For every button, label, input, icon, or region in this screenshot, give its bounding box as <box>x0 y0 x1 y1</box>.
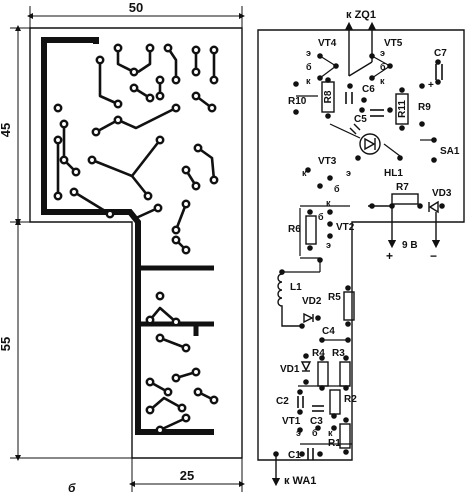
vt3-label: VT3 <box>318 156 337 167</box>
r9-label: R9 <box>418 102 431 113</box>
r10-label: R10 <box>288 96 307 107</box>
zq1-label: к ZQ1 <box>346 9 376 21</box>
vt2-label: VT2 <box>336 222 355 233</box>
c2-capacitor <box>297 396 304 408</box>
vt3-pin-e: э <box>346 168 351 178</box>
r11-label: R11 <box>397 100 408 118</box>
dim-left-lower: 55 <box>0 337 13 351</box>
vd2-diode <box>303 312 314 324</box>
vd3-label: VD3 <box>432 188 452 199</box>
c4-label: C4 <box>322 326 335 337</box>
c1-label: C1 <box>288 450 301 461</box>
component-board-outline <box>257 29 465 461</box>
r6-label: R6 <box>288 224 301 235</box>
vt2-pin-e: э <box>326 240 331 250</box>
dim-left-upper: 45 <box>0 123 13 137</box>
c7-label: C7 <box>434 48 447 59</box>
solder-pads <box>53 43 219 435</box>
r8-label: R8 <box>323 90 334 103</box>
sa1-label: SA1 <box>440 146 460 157</box>
r5-resistor <box>343 291 355 321</box>
dimension-lines <box>10 6 245 492</box>
figure-label: б <box>68 481 76 495</box>
r1-resistor <box>339 423 351 449</box>
plus-terminal: + <box>386 249 393 263</box>
hl1-led <box>349 123 381 155</box>
c7-plus: + <box>428 80 434 91</box>
vt5-pin-e: э <box>380 48 385 58</box>
vt5-pin-k: к <box>380 76 385 86</box>
component-side-view: к ZQ1 VT4 VT5 э б к э б к C7 + R10 R8 C6… <box>257 9 465 487</box>
ground-track <box>41 37 214 435</box>
r5-label: R5 <box>328 292 341 303</box>
vt1-pin-k: к <box>328 428 333 438</box>
power-leads <box>368 205 441 249</box>
r7-resistor <box>391 193 419 205</box>
vt4-pin-k: к <box>306 76 311 86</box>
c3-label: C3 <box>310 416 323 427</box>
vt5-pin-b: б <box>380 62 386 72</box>
r6-resistor <box>305 215 317 245</box>
vt4-pin-e: э <box>306 48 311 58</box>
r4-resistor <box>317 361 329 387</box>
c6-capacitor <box>345 92 353 104</box>
vt4-pin-b: б <box>306 62 312 72</box>
copper-side-view: 50 45 55 25 б <box>0 0 245 495</box>
wa1-label: к WA1 <box>284 475 316 487</box>
vt1-pin-e: э <box>296 428 301 438</box>
c5-label: C5 <box>354 114 367 125</box>
r2-label: R2 <box>344 394 357 405</box>
vt2-pin-k: к <box>326 198 331 208</box>
c1-capacitor <box>307 448 314 460</box>
dim-top-width: 50 <box>129 0 143 15</box>
c6-label: C6 <box>362 84 375 95</box>
component-pads <box>273 53 445 457</box>
r2-resistor <box>329 389 341 415</box>
vd2-label: VD2 <box>302 296 322 307</box>
r3-label: R3 <box>332 348 345 359</box>
vt2-pin-b: б <box>318 212 324 222</box>
vd1-diode <box>300 361 312 372</box>
vt4-label: VT4 <box>318 38 337 49</box>
l1-lead <box>281 312 302 327</box>
r11-resistor <box>395 93 409 125</box>
vt3-pin-b: б <box>334 184 340 194</box>
hl1-label: HL1 <box>384 168 403 179</box>
r7-label: R7 <box>396 182 409 193</box>
l1-label: L1 <box>290 282 302 293</box>
c7-capacitor <box>435 64 443 80</box>
vt1-label: VT1 <box>282 416 301 427</box>
dim-bottom-width: 25 <box>180 468 194 483</box>
zq1-connector <box>344 21 377 77</box>
vt3-pin-k: к <box>302 168 307 178</box>
r4-label: R4 <box>312 348 325 359</box>
vt1-pin-b: б <box>312 428 318 438</box>
c3-capacitor <box>312 405 324 412</box>
c5-capacitor <box>370 109 384 117</box>
l1-inductor <box>277 272 283 312</box>
vt5-label: VT5 <box>384 38 403 49</box>
vd1-label: VD1 <box>280 364 300 375</box>
r3-resistor <box>339 361 351 387</box>
supply-voltage: 9 В <box>402 240 418 251</box>
c2-label: C2 <box>276 396 289 407</box>
minus-terminal: − <box>430 249 437 263</box>
vd3-diode <box>428 200 439 214</box>
